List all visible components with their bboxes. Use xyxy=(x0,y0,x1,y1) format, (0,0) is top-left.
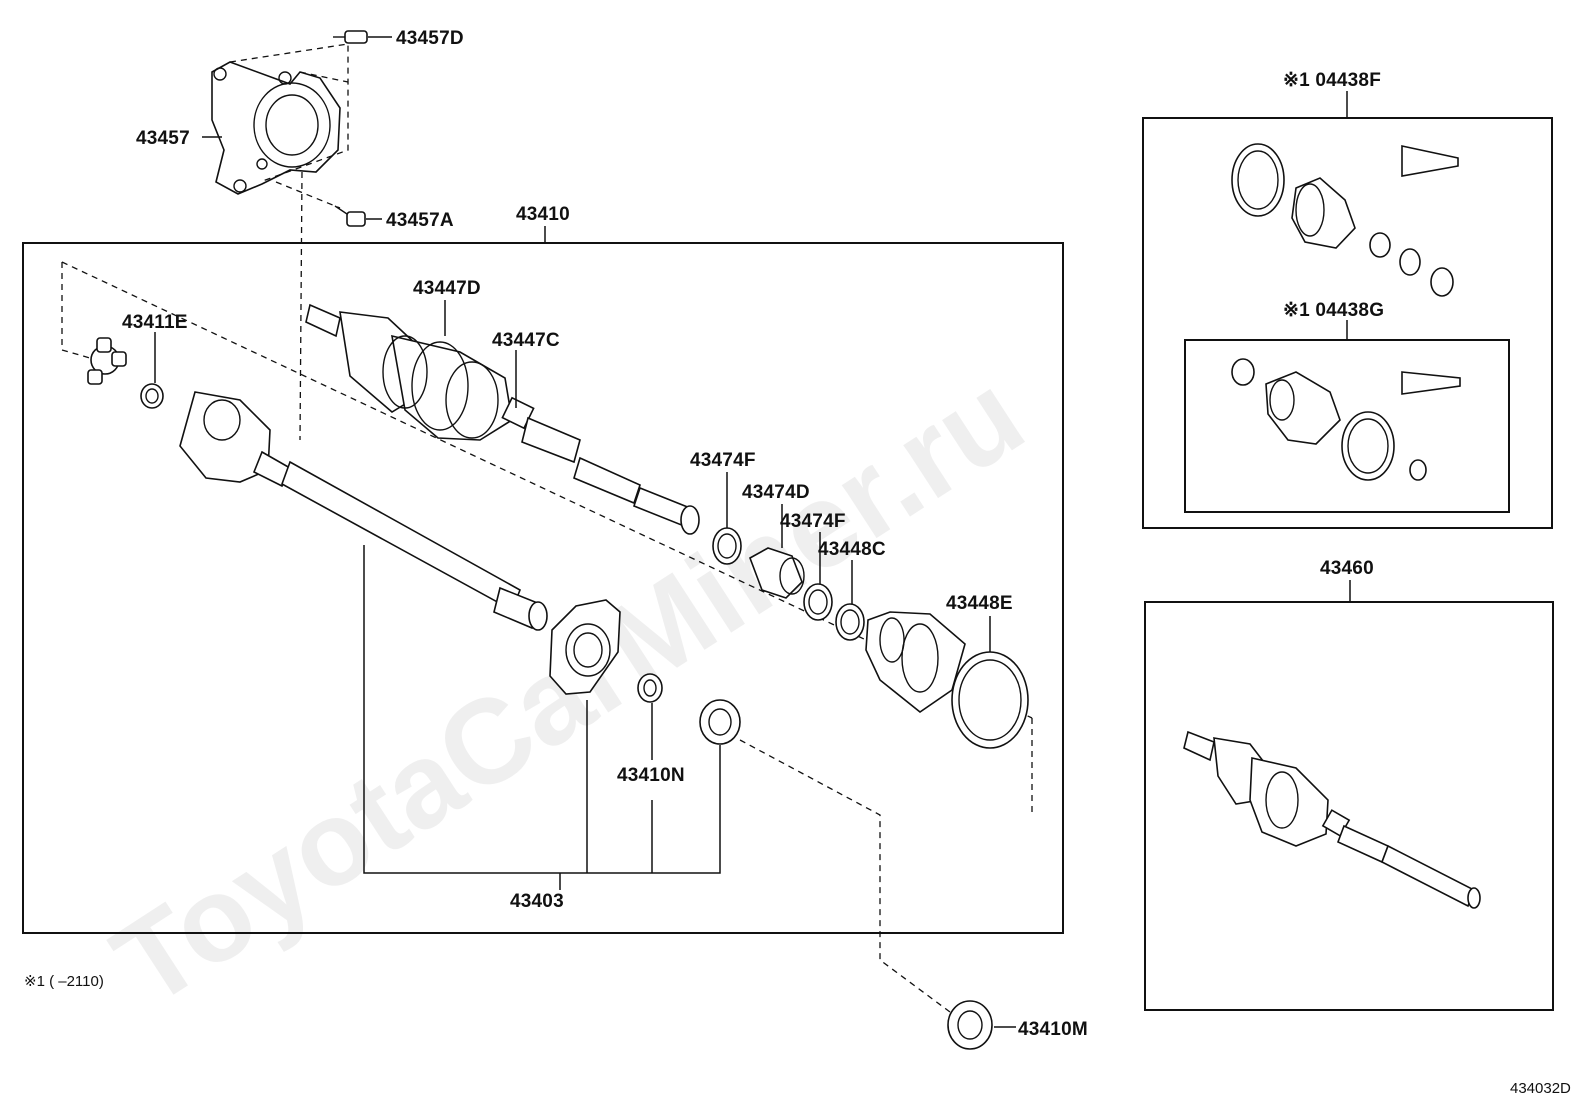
label-43460: 43460 xyxy=(1320,558,1374,579)
label-43474F-b: 43474F xyxy=(780,511,846,532)
clamp-43474F-a xyxy=(712,527,742,565)
bearing-bracket-43457 xyxy=(211,43,349,195)
label-43410N: 43410N xyxy=(617,765,685,786)
footnote: ※1 ( –2110) xyxy=(24,973,104,990)
tripod-joint xyxy=(87,337,127,385)
dust-seal xyxy=(699,699,741,745)
snap-ring-43411E xyxy=(140,383,164,409)
drive-shaft-assy-43460 xyxy=(1183,730,1481,909)
label-43457A: 43457A xyxy=(386,210,454,231)
label-43474D: 43474D xyxy=(742,482,810,503)
clamp-43448E xyxy=(951,651,1029,749)
label-43474F-a: 43474F xyxy=(690,450,756,471)
snap-ring-43410N xyxy=(637,673,663,703)
boot-kit-04438G-parts xyxy=(1231,358,1461,481)
label-43448E: 43448E xyxy=(946,593,1013,614)
bearing-43403 xyxy=(549,599,621,695)
label-04438G: ※1 04438G xyxy=(1283,300,1384,321)
inner-race-43474D xyxy=(749,547,805,599)
outer-joint-shaft xyxy=(305,303,700,535)
label-43448C: 43448C xyxy=(818,539,886,560)
boot-inboard xyxy=(865,611,966,713)
clamp-43474F-b xyxy=(803,583,833,621)
shaft-assy-box-43460 xyxy=(1144,601,1554,1011)
boot-kit-04438F-parts xyxy=(1231,143,1459,297)
clamp-43448C xyxy=(835,603,865,641)
assembly-box-43410 xyxy=(22,242,1064,934)
label-43457: 43457 xyxy=(136,128,190,149)
label-04438F: ※1 04438F xyxy=(1283,70,1381,91)
label-43457D: 43457D xyxy=(396,28,464,49)
oil-seal-43410M xyxy=(947,1000,993,1050)
bolt-43457A xyxy=(334,205,366,227)
figure-reference: 434032D xyxy=(1510,1080,1571,1097)
label-43410M: 43410M xyxy=(1018,1019,1088,1040)
label-43447D: 43447D xyxy=(413,278,481,299)
label-43447C: 43447C xyxy=(492,330,560,351)
bolt-43457D xyxy=(333,30,368,44)
inner-joint-shaft xyxy=(179,391,548,631)
label-43410: 43410 xyxy=(516,204,570,225)
label-43403: 43403 xyxy=(510,891,564,912)
label-43411E: 43411E xyxy=(122,312,188,333)
